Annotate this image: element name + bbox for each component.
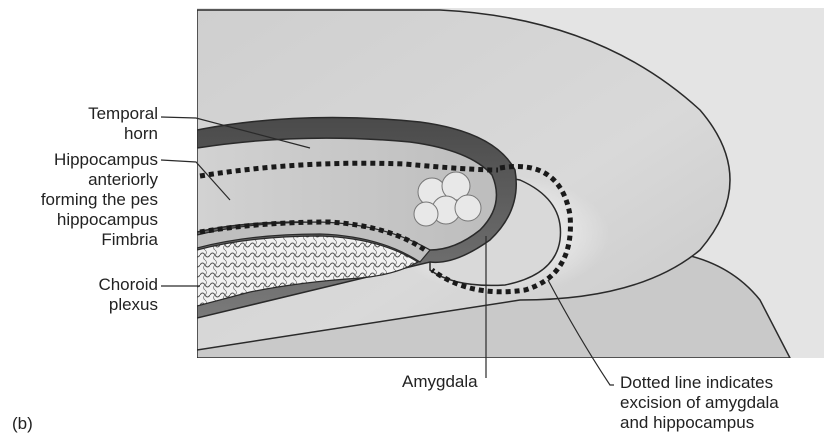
label-fimbria: Fimbria <box>101 230 158 250</box>
label-dotted-line-line2: excision of amygdala <box>620 393 779 413</box>
label-temporal-horn-line1: Temporal <box>88 104 158 124</box>
label-hippocampus: Hippocampus anteriorly forming the pes h… <box>41 150 158 230</box>
label-choroid-plexus: Choroid plexus <box>98 275 158 315</box>
panel-label: (b) <box>12 414 33 434</box>
label-choroid-plexus-line2: plexus <box>98 295 158 315</box>
label-dotted-line-line1: Dotted line indicates <box>620 373 779 393</box>
label-hippocampus-line4: hippocampus <box>41 210 158 230</box>
label-amygdala: Amygdala <box>402 372 478 392</box>
label-temporal-horn: Temporal horn <box>88 104 158 144</box>
label-dotted-line: Dotted line indicates excision of amygda… <box>620 373 779 433</box>
label-hippocampus-line2: anteriorly <box>41 170 158 190</box>
label-dotted-line-line3: and hippocampus <box>620 413 779 433</box>
label-hippocampus-line3: forming the pes <box>41 190 158 210</box>
label-hippocampus-line1: Hippocampus <box>41 150 158 170</box>
label-choroid-plexus-line1: Choroid <box>98 275 158 295</box>
label-temporal-horn-line2: horn <box>88 124 158 144</box>
